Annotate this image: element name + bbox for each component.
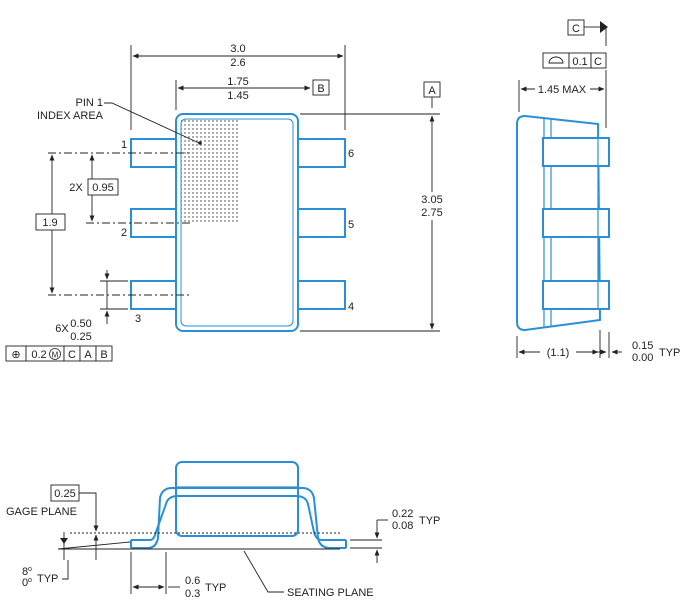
gage-label: GAGE PLANE — [6, 506, 77, 518]
lead-4 — [297, 280, 346, 310]
pin1-index-area — [181, 119, 239, 224]
foot-len-suffix: TYP — [205, 582, 226, 594]
pin-number-1: 1 — [121, 139, 127, 151]
svg-text:o: o — [28, 566, 32, 573]
datum-c: C — [572, 23, 580, 35]
standoff-max: 0.15 — [632, 340, 653, 352]
pin1-leader — [104, 102, 200, 144]
top-view: 3.0 2.6 1.75 1.45 B A 3.05 2.75 PIN 1 IN… — [5, 43, 452, 362]
body-width-max: 1.75 — [227, 76, 248, 88]
span-box — [35, 213, 66, 231]
pin1-label-line2: INDEX AREA — [37, 110, 104, 122]
foot-length: (1.1) — [547, 347, 570, 359]
foot-len-min: 0.3 — [185, 588, 200, 600]
flatness-datum: C — [594, 56, 602, 68]
flatness-value: 0.1 — [572, 56, 587, 68]
pin-number-5: 5 — [348, 219, 354, 231]
position-modifier: M — [52, 351, 59, 360]
lead-3 — [130, 280, 179, 310]
angle-max: 8 — [22, 566, 28, 578]
lead-1 — [130, 138, 179, 168]
pin-number-2: 2 — [121, 227, 127, 239]
datum-b-box — [312, 79, 330, 96]
pin-number-6: 6 — [348, 148, 354, 160]
flatness-symbol-icon — [548, 56, 564, 64]
lead-width-min: 0.25 — [70, 331, 91, 343]
lead-width-max: 0.50 — [70, 318, 91, 330]
angle-suffix: TYP — [37, 573, 58, 585]
side-lead-top — [542, 137, 610, 167]
seating-leader — [243, 550, 284, 593]
foot-len-max: 0.6 — [185, 575, 200, 587]
height-max: 1.45 MAX — [538, 84, 587, 96]
lead-thk-suffix: TYP — [419, 515, 440, 527]
angle-min: 0 — [22, 577, 28, 589]
pin1-label-line1: PIN 1 — [75, 97, 103, 109]
svg-text:o: o — [28, 577, 32, 584]
lead-width-prefix: 6X — [55, 323, 69, 335]
detail-view: 0.25 GAGE PLANE 8 o 0 o TYP 0.6 0.3 TYP … — [6, 461, 440, 600]
lead-thk-max: 0.22 — [392, 508, 413, 520]
position-datum-3: B — [100, 349, 107, 361]
standoff-suffix: TYP — [659, 347, 680, 359]
gage-value: 0.25 — [54, 488, 75, 500]
position-datum-1: C — [68, 349, 76, 361]
datum-b: B — [317, 83, 324, 95]
span-value: 1.9 — [42, 217, 57, 229]
flatness-symbol-box — [542, 52, 570, 69]
body-length-min: 2.75 — [421, 207, 442, 219]
position-value: 0.2 — [31, 349, 46, 361]
standoff-min: 0.00 — [632, 352, 653, 364]
seating-label: SEATING PLANE — [287, 587, 374, 599]
position-datum-2: A — [84, 349, 92, 361]
position-symbol: ⊕ — [11, 349, 20, 361]
datum-a: A — [428, 85, 436, 97]
lead-6 — [297, 138, 346, 168]
body-length-max: 3.05 — [421, 194, 442, 206]
overall-width-max: 3.0 — [230, 43, 245, 55]
datum-c-box — [567, 19, 585, 36]
side-lead-bottom — [542, 280, 610, 310]
pitch-box — [87, 178, 119, 196]
side-view: C 0.1 C 1.45 MAX (1.1) 0. — [516, 19, 680, 364]
detail-lead-outer — [131, 487, 346, 549]
pitch-prefix: 2X — [69, 182, 83, 194]
lead-thk-min: 0.08 — [392, 520, 413, 532]
pin-number-3: 3 — [135, 313, 141, 325]
detail-lead-inner — [131, 495, 346, 541]
pin-number-4: 4 — [348, 301, 354, 313]
body-width-min: 1.45 — [227, 90, 248, 102]
lead-5 — [297, 208, 346, 238]
detail-body — [175, 461, 299, 537]
overall-width-min: 2.6 — [230, 57, 245, 69]
side-lead-middle — [542, 208, 610, 238]
position-tolerance-frame: ⊕ 0.2 M C A B — [5, 345, 113, 362]
pitch-value: 0.95 — [92, 182, 113, 194]
